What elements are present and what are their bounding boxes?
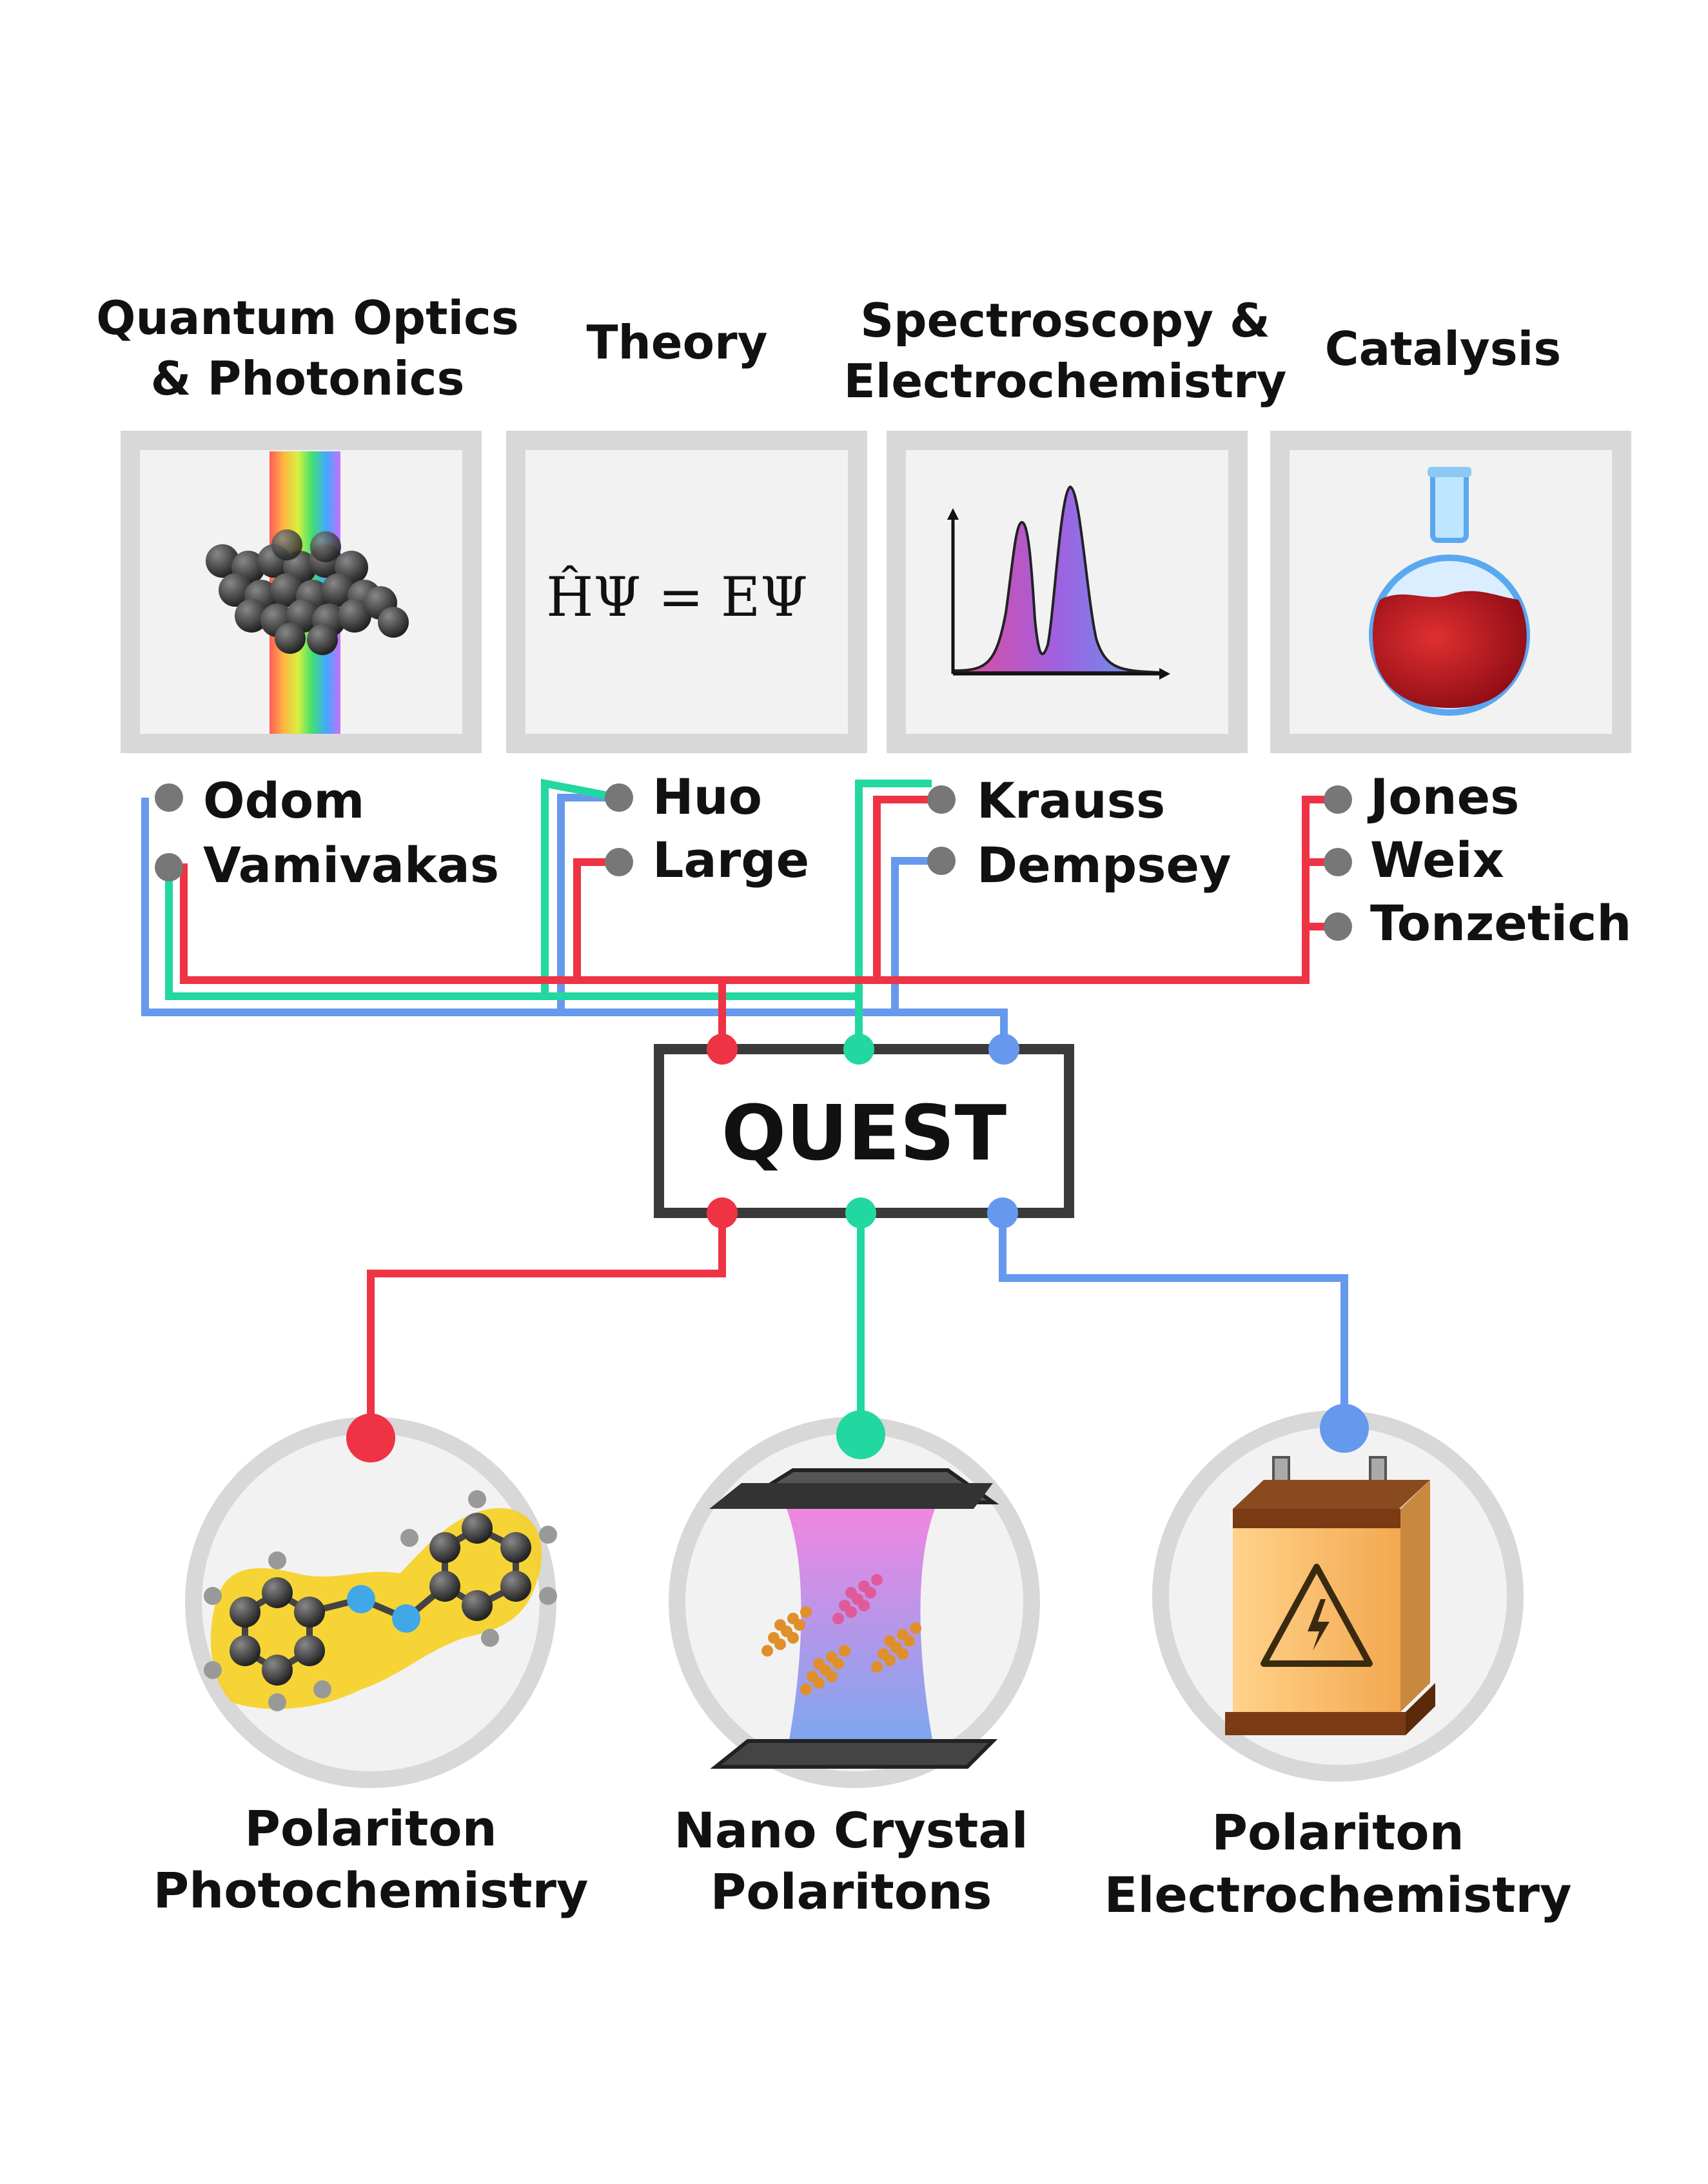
svg-text:& Photonics: & Photonics [151,351,465,406]
category-title-catalysis: Catalysis [1325,322,1561,376]
svg-text:Theory: Theory [586,315,767,369]
svg-text:Jones: Jones [1367,768,1519,825]
hub-port-red [707,1197,738,1228]
output-polariton-photochemistry: Polariton Photochemistry [153,1413,589,1919]
panel-spectroscopy [887,431,1248,753]
connector-green [165,867,863,1045]
member-list-spectroscopy: Krauss Dempsey [927,772,1232,894]
category-title-theory: Theory [586,315,767,369]
connector-red [873,796,932,980]
svg-text:Large: Large [653,831,809,889]
spectrum-peaks-icon [947,485,1170,680]
nanoparticle-rainbow-icon [206,451,409,734]
svg-text:Quantum Optics: Quantum Optics [96,291,518,345]
panel-catalysis [1270,431,1631,753]
connector-green [541,778,620,996]
panel-theory: ĤΨ = EΨ [506,431,867,753]
connector-red [367,1212,726,1438]
hub-port-blue [987,1197,1018,1228]
category-title-quantum-optics: Quantum Optics & Photonics [96,291,518,406]
optical-cavity-icon [709,1468,999,1769]
svg-text:Photochemistry: Photochemistry [153,1862,588,1919]
connector-blue [891,857,938,1012]
hub-port-red [707,1034,738,1065]
member-list-quantum-optics: Odom Vamivakas [155,772,499,894]
member-list-catalysis: Jones Weix Tonzetich [1324,768,1631,952]
member-list-theory: Huo Large [605,768,809,889]
panel-quantum-optics [121,431,482,753]
connector-green [855,780,932,996]
hub-port-green [845,1197,876,1228]
svg-text:Tonzetich: Tonzetich [1370,894,1631,952]
quest-hub-box: QUEST [654,1034,1074,1228]
svg-text:Odom: Odom [203,772,364,829]
connector-red [573,858,619,980]
svg-text:Spectroscopy &: Spectroscopy & [860,293,1270,348]
svg-text:Vamivakas: Vamivakas [203,836,499,894]
output-port-blue [1320,1404,1369,1453]
svg-text:Krauss: Krauss [977,772,1165,829]
connector-blue [999,1212,1348,1428]
battery-icon [1225,1456,1435,1735]
svg-text:Nano Crystal: Nano Crystal [674,1802,1028,1859]
flask-icon [1369,467,1530,716]
svg-text:Electrochemistry: Electrochemistry [844,354,1287,408]
hub-port-blue [988,1034,1019,1065]
output-port-red [346,1413,395,1462]
output-nano-crystal-polaritons: Nano Crystal Polaritons [669,1410,1040,1920]
svg-text:Polariton: Polariton [244,1800,496,1857]
hub-port-green [843,1034,874,1065]
output-polariton-electrochemistry: Polariton Electrochemistry [1104,1404,1572,1923]
svg-text:Dempsey: Dempsey [977,836,1232,894]
category-title-spectroscopy: Spectroscopy & Electrochemistry [844,293,1287,408]
svg-text:Electrochemistry: Electrochemistry [1104,1866,1571,1923]
azobenzene-molecule-icon [204,1490,557,1711]
svg-text:Huo: Huo [653,768,762,825]
svg-text:Catalysis: Catalysis [1325,322,1561,376]
svg-text:Polariton: Polariton [1212,1804,1464,1861]
connector-blue [141,798,1008,1045]
output-port-green [836,1410,885,1459]
schrodinger-equation-icon: ĤΨ = EΨ [546,566,808,629]
svg-text:Weix: Weix [1370,831,1504,889]
hub-label: QUEST [721,1088,1006,1177]
svg-text:Polaritons: Polaritons [711,1863,992,1920]
